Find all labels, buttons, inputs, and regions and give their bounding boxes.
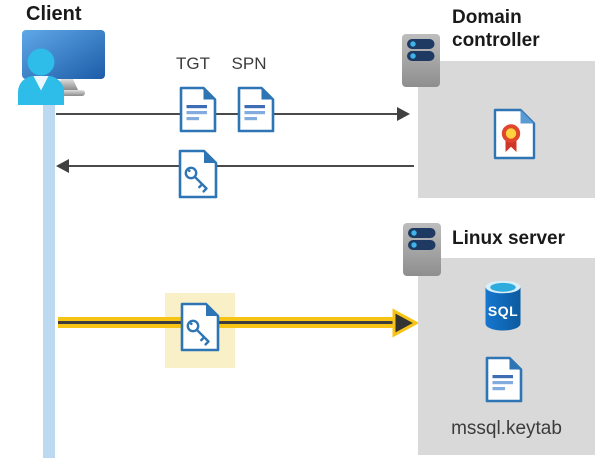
client-workstation-icon [18, 30, 105, 105]
key-file-highlighted-icon [180, 302, 220, 352]
domain-controller-server-icon [402, 34, 440, 87]
client-timeline [43, 94, 55, 458]
sql-database-icon: SQL [485, 280, 521, 331]
tgt-document-icon [179, 86, 217, 133]
linux-server-label: Linux server [452, 228, 565, 249]
person-collar-icon [33, 76, 49, 91]
request-arrow-head-icon [397, 107, 410, 121]
response-arrow-head-icon [56, 159, 69, 173]
auth-arrow-core-line [58, 321, 395, 325]
auth-arrow-head-icon [392, 308, 419, 338]
client-label: Client [26, 3, 82, 25]
tgt-label: TGT [176, 54, 210, 73]
keytab-document-icon [485, 356, 523, 403]
person-head-icon [27, 48, 55, 76]
key-file-icon [178, 149, 218, 199]
domain-controller-label: Domain controller [452, 7, 540, 51]
spn-document-icon [237, 86, 275, 133]
sql-text: SQL [488, 303, 518, 319]
certificate-icon [493, 108, 536, 160]
keytab-label: mssql.keytab [451, 418, 562, 439]
spn-label: SPN [231, 54, 267, 73]
response-arrow-line [69, 165, 414, 167]
linux-server-server-icon [403, 223, 441, 276]
request-arrow-line [56, 113, 397, 115]
